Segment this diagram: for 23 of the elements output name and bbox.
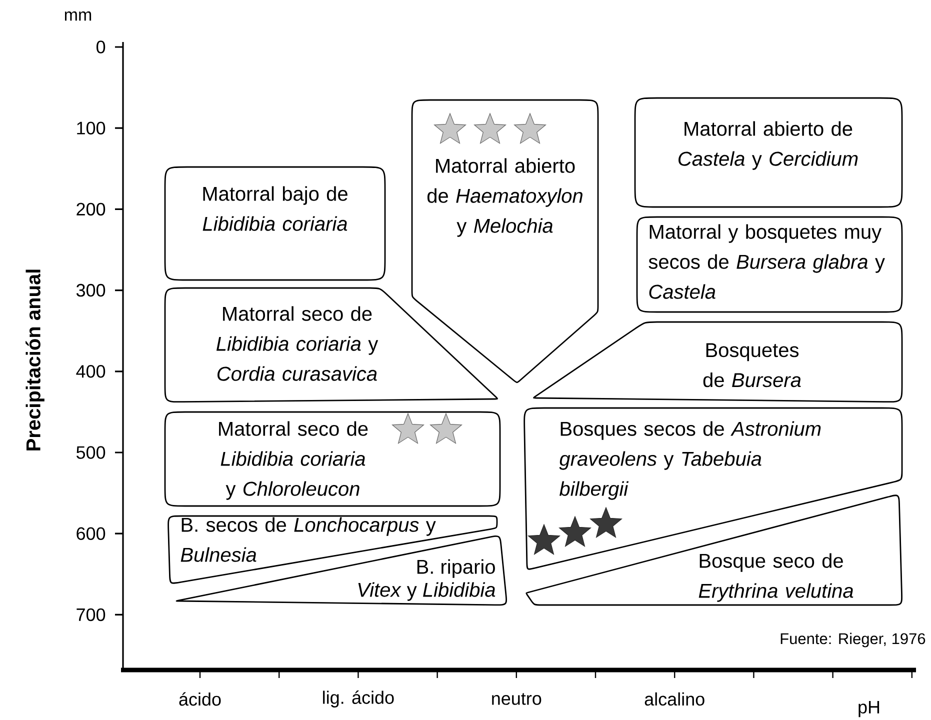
vegetation-zone-box: Bosquetes de Bursera <box>533 321 903 403</box>
axis-tick-label: 0 <box>96 40 106 54</box>
axis-tick-label: 200 <box>76 202 106 216</box>
axis-tick-label: 700 <box>76 608 106 622</box>
axis-tick-label: 500 <box>76 446 106 459</box>
unit-label: mm <box>64 11 92 21</box>
axis-title: Precipitación anual <box>26 270 44 450</box>
vegetation-zone-box: Matorral abierto de Haematoxylon y Melochia <box>411 99 599 384</box>
vegetation-zone-box: Matorral y bosquetes muy secos de Bursera glabra y Castela <box>636 216 903 313</box>
source-note: Fuente: Rieger, 1976 <box>780 632 926 648</box>
vegetation-zone-box: Matorral bajo de Libidibia coriaria <box>164 166 386 281</box>
axis-tick-label: 300 <box>76 284 106 297</box>
axis-category-label: ácido <box>179 692 221 706</box>
axis-tick-label: 100 <box>77 122 106 134</box>
axis-category-label: alcalino <box>644 692 704 706</box>
vegetation-zone-box: Matorral seco de Libidibia coriaria y Cordia curasavica <box>164 287 498 403</box>
axis-category-label: neutro <box>492 693 542 705</box>
vegetation-zone-box: Matorral seco de Libidibia coriaria y Chloroleucon <box>164 411 501 507</box>
axis-title: pH <box>858 700 880 718</box>
axis-tick-label: 600 <box>76 527 106 540</box>
axis-tick-label: 400 <box>76 365 106 378</box>
axis-category-label: lig. ácido <box>323 690 394 708</box>
vegetation-zone-box: Matorral abierto de Castela y Cercidium <box>634 97 903 208</box>
